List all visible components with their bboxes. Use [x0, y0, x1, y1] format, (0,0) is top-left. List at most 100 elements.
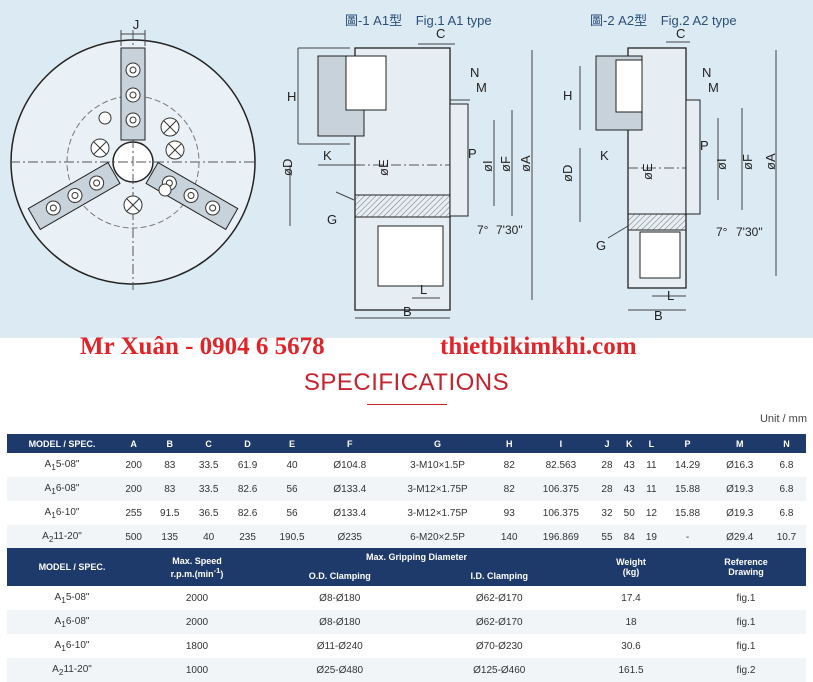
- header-f: F: [317, 434, 383, 453]
- cell-b: 83: [164, 459, 176, 471]
- model-suffix: 6-10": [55, 506, 80, 518]
- model-prefix: A: [44, 458, 52, 470]
- model-suffix: 6-08": [55, 482, 80, 494]
- header-model: MODEL / SPEC.: [7, 548, 137, 586]
- label-D: øD: [280, 159, 295, 176]
- cell-c: 33.5: [189, 477, 229, 501]
- header-speed-unit: r.p.m.(min: [170, 568, 214, 579]
- header-h: H: [492, 434, 526, 453]
- cell-b: 91.5: [160, 507, 180, 519]
- contact-watermark: Mr Xuân - 0904 6 5678: [80, 333, 325, 360]
- label-M: M: [476, 80, 487, 95]
- fig1-title-cn: 圖-1 A1型: [345, 13, 403, 28]
- label-B: B: [403, 304, 412, 319]
- cell-n: 6.8: [779, 459, 794, 471]
- model-cell: A16-08": [7, 477, 117, 501]
- cell-a: 255: [125, 507, 142, 519]
- cell-i: 106.375: [525, 477, 596, 501]
- cell-h: 82: [492, 477, 526, 501]
- header-speed-line1: Max. Speed: [172, 555, 222, 566]
- header-ref-line2: Drawing: [728, 567, 764, 577]
- model-cell: A16-10": [7, 634, 137, 658]
- header-n: N: [766, 434, 806, 453]
- model-cell: A15-08": [7, 453, 117, 477]
- cell-m: Ø19.3: [712, 477, 767, 501]
- header-od-clamping: O.D. Clamping: [257, 566, 423, 586]
- cell-g: 3-M10×1.5P: [410, 459, 465, 471]
- cell-k: 50: [623, 507, 635, 519]
- label-C-fig2: C: [676, 26, 685, 41]
- cell-m: Ø16.3: [726, 459, 754, 471]
- cell-n: 6.8: [766, 477, 806, 501]
- model-suffix: 11-20": [63, 663, 92, 675]
- model-prefix: A: [42, 530, 49, 542]
- cell-d: 235: [228, 525, 267, 549]
- label-P: P: [468, 146, 477, 161]
- cell-d: 82.6: [237, 507, 258, 519]
- label-M-fig2: M: [708, 80, 719, 95]
- cell-p: 15.88: [675, 507, 701, 519]
- cell-n: 6.8: [779, 507, 794, 519]
- header-c: C: [189, 434, 229, 453]
- cell-l: 11: [646, 459, 657, 471]
- label-G: G: [327, 212, 337, 227]
- cell-c: 40: [189, 525, 229, 549]
- header-reference: Reference Drawing: [686, 548, 806, 586]
- header-grip: Max. Gripping Diameter: [257, 548, 576, 566]
- model-cell: A15-08": [7, 586, 137, 610]
- label-F-fig2: øF: [740, 154, 755, 170]
- label-K-fig2: K: [600, 148, 609, 163]
- model-subscript: 1: [51, 509, 56, 520]
- cell-ref: fig.1: [686, 610, 806, 634]
- unit-label: Unit / mm: [759, 413, 807, 425]
- header-speed-exp: -1: [213, 565, 221, 575]
- cell-j: 32: [601, 507, 613, 519]
- fig2-title-en: Fig.2 A2 type: [660, 13, 737, 28]
- header-id-clamping: I.D. Clamping: [422, 566, 576, 586]
- cell-k: 84: [618, 525, 641, 549]
- cell-l: 11: [640, 477, 663, 501]
- cell-od: Ø11-Ø240: [316, 640, 363, 652]
- label-N: N: [470, 65, 479, 80]
- cell-speed: 1800: [185, 640, 209, 652]
- cell-weight: 17.4: [621, 592, 641, 604]
- header-speed-close: ): [220, 568, 224, 579]
- cell-i: 106.375: [542, 507, 579, 519]
- cell-c: 33.5: [198, 459, 219, 471]
- cell-g: 3-M12×1.75P: [382, 477, 493, 501]
- cell-id: Ø125-Ø460: [422, 658, 576, 682]
- cell-od: Ø8-Ø180: [319, 592, 361, 604]
- model-prefix: A: [52, 663, 59, 675]
- header-g: G: [382, 434, 493, 453]
- model-suffix: 6-08": [65, 615, 90, 627]
- model-prefix: A: [54, 615, 62, 627]
- label-L-fig2: L: [667, 288, 674, 303]
- specifications-heading: SPECIFICATIONS: [303, 369, 510, 396]
- model-cell: A16-10": [7, 501, 117, 525]
- model-subscript: 2: [58, 666, 64, 677]
- label-D-fig2: øD: [560, 165, 575, 182]
- label-A: øA: [518, 155, 533, 172]
- label-E: øE: [376, 159, 391, 176]
- label-A-fig2: øA: [763, 153, 778, 170]
- header-p: P: [662, 434, 713, 453]
- header-l: L: [640, 434, 663, 453]
- label-K: K: [323, 148, 332, 163]
- label-I: øI: [480, 160, 495, 172]
- label-I-fig2: øI: [714, 158, 729, 170]
- cell-b: 83: [150, 477, 190, 501]
- header-j: J: [595, 434, 619, 453]
- website-watermark: thietbikimkhi.com: [440, 333, 637, 360]
- fig1-title-en: Fig.1 A1 type: [415, 13, 492, 28]
- cell-ref: fig.1: [736, 592, 756, 604]
- cell-e: 56: [286, 507, 298, 519]
- label-L: L: [420, 282, 427, 297]
